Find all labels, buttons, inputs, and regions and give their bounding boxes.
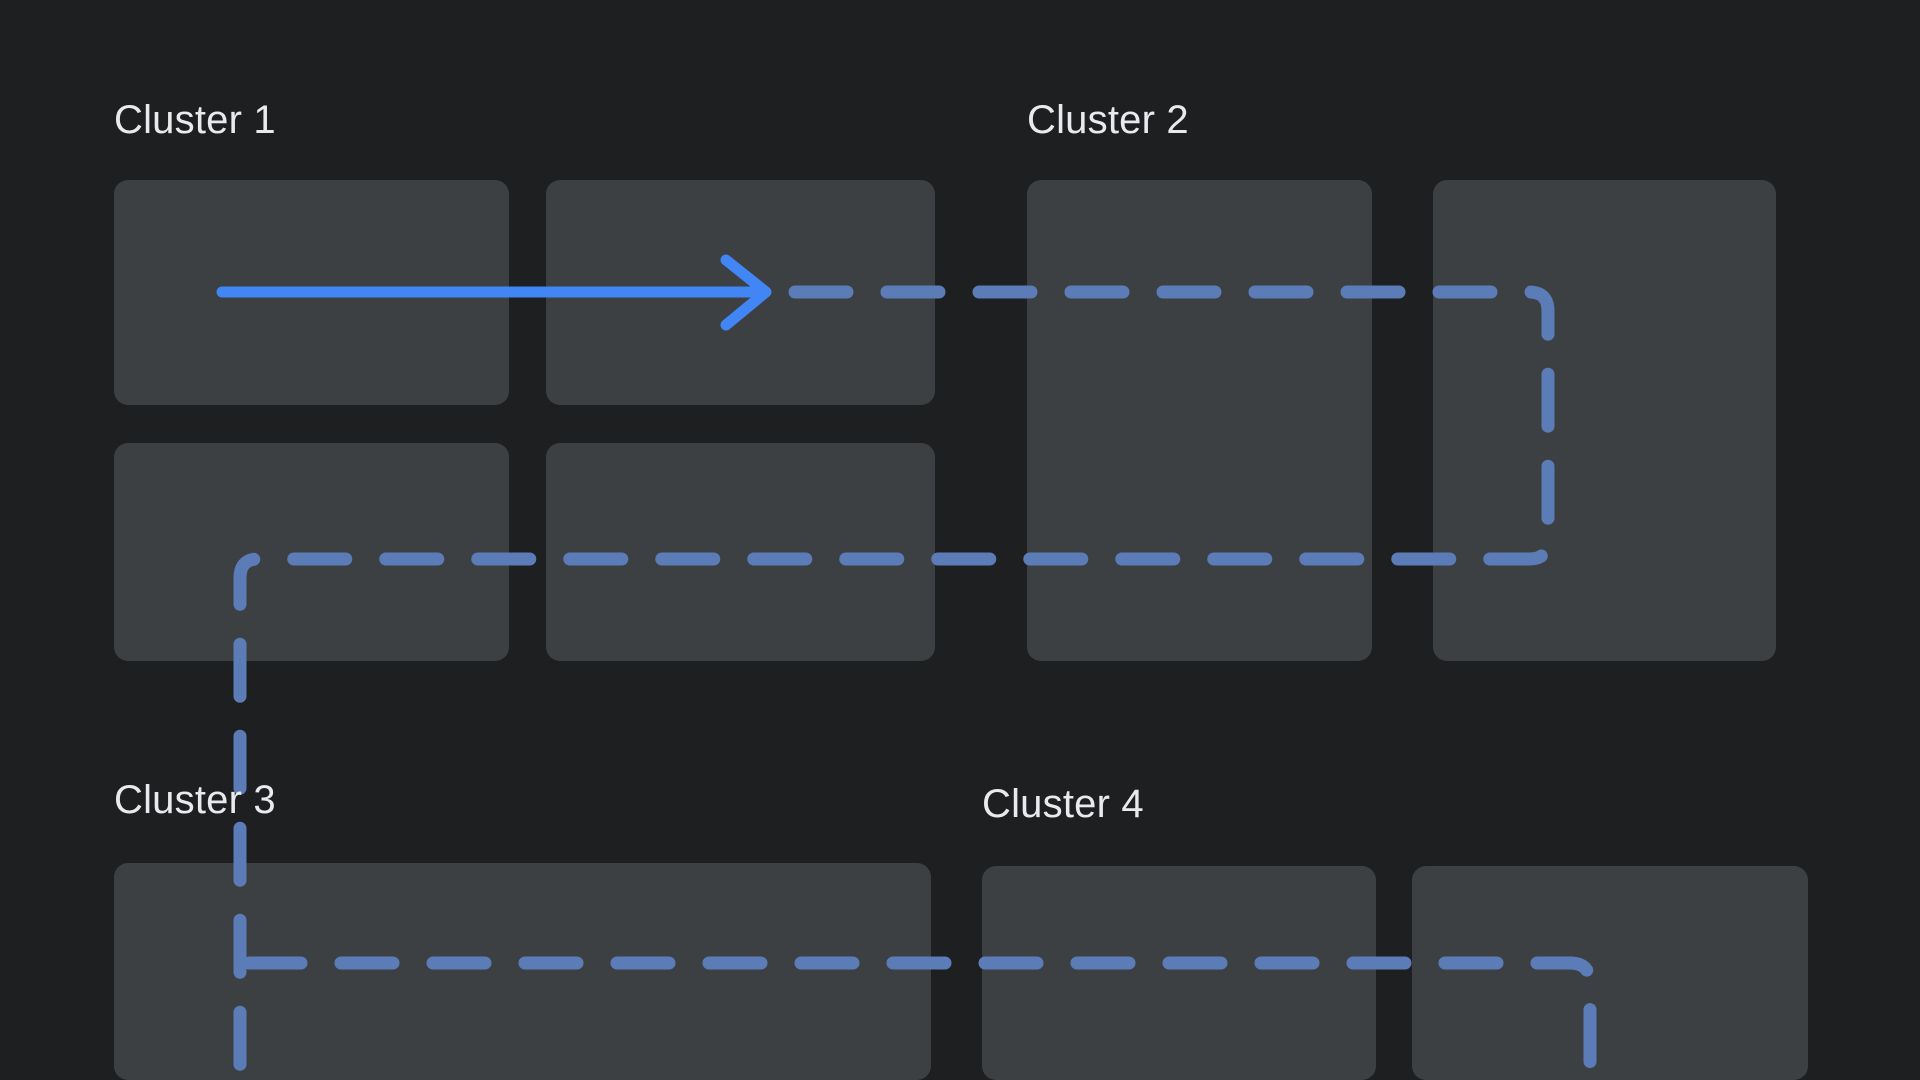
cluster-label-4: Cluster 4 [982, 782, 1144, 826]
node-card[interactable] [114, 180, 509, 405]
node-card[interactable] [982, 866, 1376, 1080]
node-card[interactable] [114, 443, 509, 661]
node-card[interactable] [1433, 180, 1776, 661]
node-card[interactable] [1027, 180, 1372, 661]
cluster-label-3: Cluster 3 [114, 778, 276, 822]
node-card[interactable] [1412, 866, 1808, 1080]
node-card[interactable] [546, 180, 935, 405]
cluster-label-2: Cluster 2 [1027, 98, 1189, 142]
cluster-label-1: Cluster 1 [114, 98, 276, 142]
node-card[interactable] [114, 863, 931, 1080]
node-card[interactable] [546, 443, 935, 661]
